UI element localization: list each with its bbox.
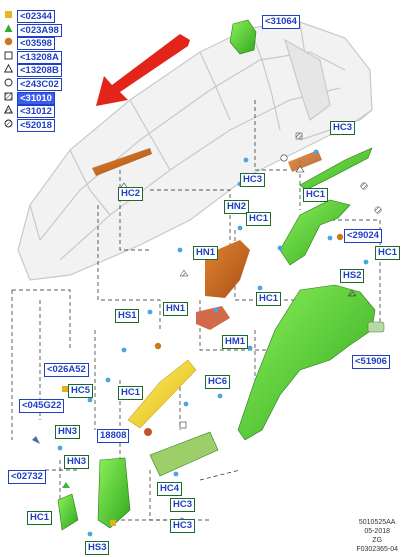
lower-trim-part [149,431,219,477]
triangle-outline-icon [4,64,13,73]
legend-code[interactable]: <02344 [17,10,55,23]
callout-hc3[interactable]: HC3 [170,498,196,512]
legend-code[interactable]: <023A98 [17,23,62,37]
triangle-hatched-icon [4,105,13,114]
legend-code[interactable]: <243C02 [17,77,62,91]
drawing-reference: 5010525AA 05-2018 ZG F0302365-04 [356,518,398,554]
callout-29024[interactable]: <29024 [344,229,382,243]
callout-hc1[interactable]: HC1 [27,511,53,525]
legend-code[interactable]: <13208A [17,50,62,64]
legend-row[interactable]: <13208B [4,64,94,78]
callout-hn1[interactable]: HN1 [163,302,189,316]
seal-strip-part [92,148,152,176]
callout-hc1[interactable]: HC1 [256,292,282,306]
square-outline-icon [4,51,13,60]
drawing-series: ZG [372,537,383,544]
drawing-code: 5010525AA [358,519,396,526]
callout-51906[interactable]: <51906 [352,355,390,369]
legend-row[interactable]: <02344 [4,10,94,24]
callout-hc4[interactable]: HC4 [157,482,183,496]
pillar-trim-part [279,199,351,266]
circle-hatched-icon [4,119,13,128]
red-pointer-arrow [96,34,190,106]
door-pocket-part [97,457,131,529]
callout-hc3[interactable]: HC3 [330,121,356,135]
square-hatched-icon [4,92,13,101]
square-yellow-icon [5,11,12,18]
triangle-green-icon [4,24,13,32]
legend-row[interactable]: <52018 [4,118,94,133]
upper-bracket-part [229,19,257,55]
legend-row[interactable]: <03598 [4,37,94,51]
legend-row[interactable]: <31010 [4,91,94,106]
legend-code[interactable]: <31010 [17,91,55,105]
sill-end-part [57,493,79,531]
legend-code[interactable]: <13208B [17,64,62,78]
car-body-outline [17,21,373,281]
legend-row[interactable]: <31012 [4,105,94,119]
callout-hm1[interactable]: HM1 [222,335,249,349]
callout-hs1[interactable]: HS1 [115,309,140,323]
callout-hc2[interactable]: HC2 [118,187,144,201]
callout-hc3[interactable]: HC3 [170,519,196,533]
circle-outline-icon [4,78,13,87]
legend-row[interactable]: <023A98 [4,23,94,38]
callout-31064[interactable]: <31064 [262,15,300,29]
upper-b-pillar-part [288,150,322,172]
callout-hc1[interactable]: HC1 [118,386,144,400]
legend-row[interactable]: <243C02 [4,77,94,92]
circle-orange-icon [4,37,13,46]
callout-hc5[interactable]: HC5 [68,384,94,398]
symbol-legend: <02344 <023A98 <03598 <13208A <13208B <2… [4,10,94,132]
callout-hc1[interactable]: HC1 [246,212,272,226]
callout-02732[interactable]: <02732 [8,470,46,484]
callout-hs3[interactable]: HS3 [85,541,110,555]
small-markers [32,132,382,526]
callout-hn1[interactable]: HN1 [193,246,219,260]
callout-hc1[interactable]: HC1 [303,188,329,202]
callout-hc3[interactable]: HC3 [240,173,266,187]
legend-row[interactable]: <13208A [4,50,94,65]
legend-code[interactable]: <52018 [17,118,55,132]
callout-hn3[interactable]: HN3 [64,455,90,469]
legend-code[interactable]: <31012 [17,105,55,119]
callout-hs2[interactable]: HS2 [340,269,365,283]
callout-hc1[interactable]: HC1 [375,246,401,260]
callout-hn3[interactable]: HN3 [55,425,81,439]
drawing-date: 05-2018 [364,528,391,535]
callout-hc6[interactable]: HC6 [205,375,231,389]
drawing-id: F0302365-04 [356,546,398,553]
long-rail-part [127,359,197,429]
small-bracket-part [196,306,230,330]
callout-026a52[interactable]: <026A52 [44,363,89,377]
callout-18808[interactable]: 18808 [97,429,130,443]
pad-part [367,321,385,333]
legend-code[interactable]: <03598 [17,37,55,51]
callout-hn2[interactable]: HN2 [224,200,250,214]
callout-045g22[interactable]: <045G22 [19,399,65,413]
